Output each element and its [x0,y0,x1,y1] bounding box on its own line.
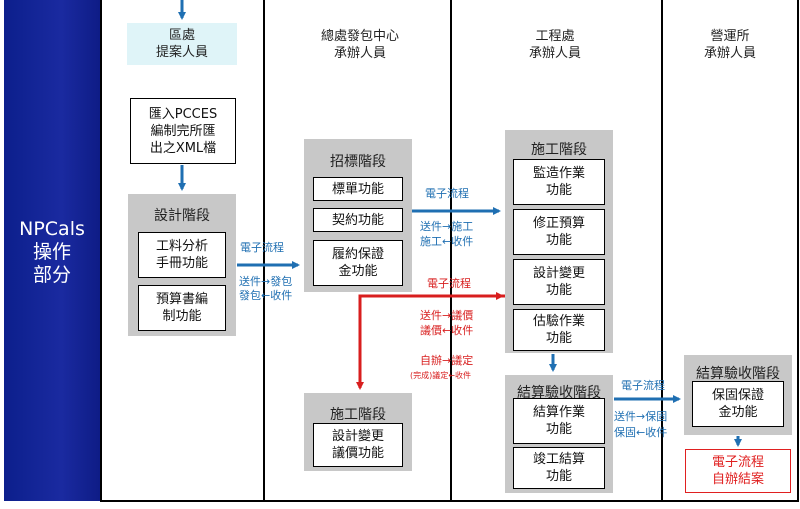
tender-form-box: 標單功能 [313,177,403,201]
flow4-line2: 保固←收件 [614,426,668,439]
contract-box: 契約功能 [313,208,403,232]
tender-stage-title: 招標階段 [330,154,386,170]
settlement-box: 結算作業 功能 [513,398,605,444]
warranty-bond-box: 保固保證 金功能 [692,381,784,427]
lane-border-bottom [100,500,799,502]
lane-border-right [797,0,799,502]
lane-header-procurement: 總處發包中心 承辦人員 [320,29,399,61]
lane-header-engineering: 工程處 承辦人員 [528,29,581,61]
supervision-box: 監造作業 功能 [513,159,605,205]
lane-divider-1 [263,0,265,502]
proc-construction-stage-title: 施工階段 [330,407,386,423]
design-stage-title: 設計階段 [154,208,210,224]
sidebar-panel [4,0,100,501]
lane-divider-2 [450,0,452,502]
performance-bond-box: 履約保證 金功能 [313,240,403,286]
change-negotiation-box: 設計變更 議價功能 [313,423,403,467]
flow1-line1: 送件→發包 [239,275,293,288]
flow2-line1: 送件→施工 [420,220,474,233]
flow4-label: 電子流程 [621,379,665,392]
self-closing-box: 電子流程 自辦結案 [685,449,791,493]
flow1-line2: 發包←收件 [239,289,293,302]
lane-header-district: 區處 提案人員 [127,23,237,65]
flow3-line4: (完成)議定←收件 [410,371,471,380]
design-change-box: 設計變更 功能 [513,259,605,305]
budget-box: 預算書編 制功能 [138,285,226,331]
flow3-line1: 送件→議價 [420,309,474,322]
flow4-line1: 送件→保固 [614,410,668,423]
sidebar-label: NPCals 操作 部分 [19,218,85,286]
arrow-red-change [356,294,505,390]
flow3-line3: 自辦→議定 [420,354,474,367]
material-analysis-box: 工料分析 手冊功能 [138,232,226,278]
flow2-line2: 施工←收件 [420,235,474,248]
ops-settlement-stage-title: 結算驗收階段 [696,366,780,382]
revised-budget-box: 修正預算 功能 [513,209,605,255]
flow3-label: 電子流程 [427,277,471,290]
flow3-line2: 議價←收件 [420,324,474,337]
lane-divider-3 [661,0,663,502]
flow1-label: 電子流程 [240,241,284,254]
import-xml-box: 匯入PCCES 編制完所匯 出之XML檔 [130,98,236,164]
eng-settlement-stage-title: 結算驗收階段 [517,385,601,401]
lane-header-operations: 營運所 承辦人員 [703,29,756,61]
completion-settlement-box: 竣工結算 功能 [513,447,605,489]
lane-border-left [100,0,102,502]
valuation-box: 估驗作業 功能 [513,309,605,351]
eng-construction-stage-title: 施工階段 [531,142,587,158]
flow2-label: 電子流程 [425,187,469,200]
